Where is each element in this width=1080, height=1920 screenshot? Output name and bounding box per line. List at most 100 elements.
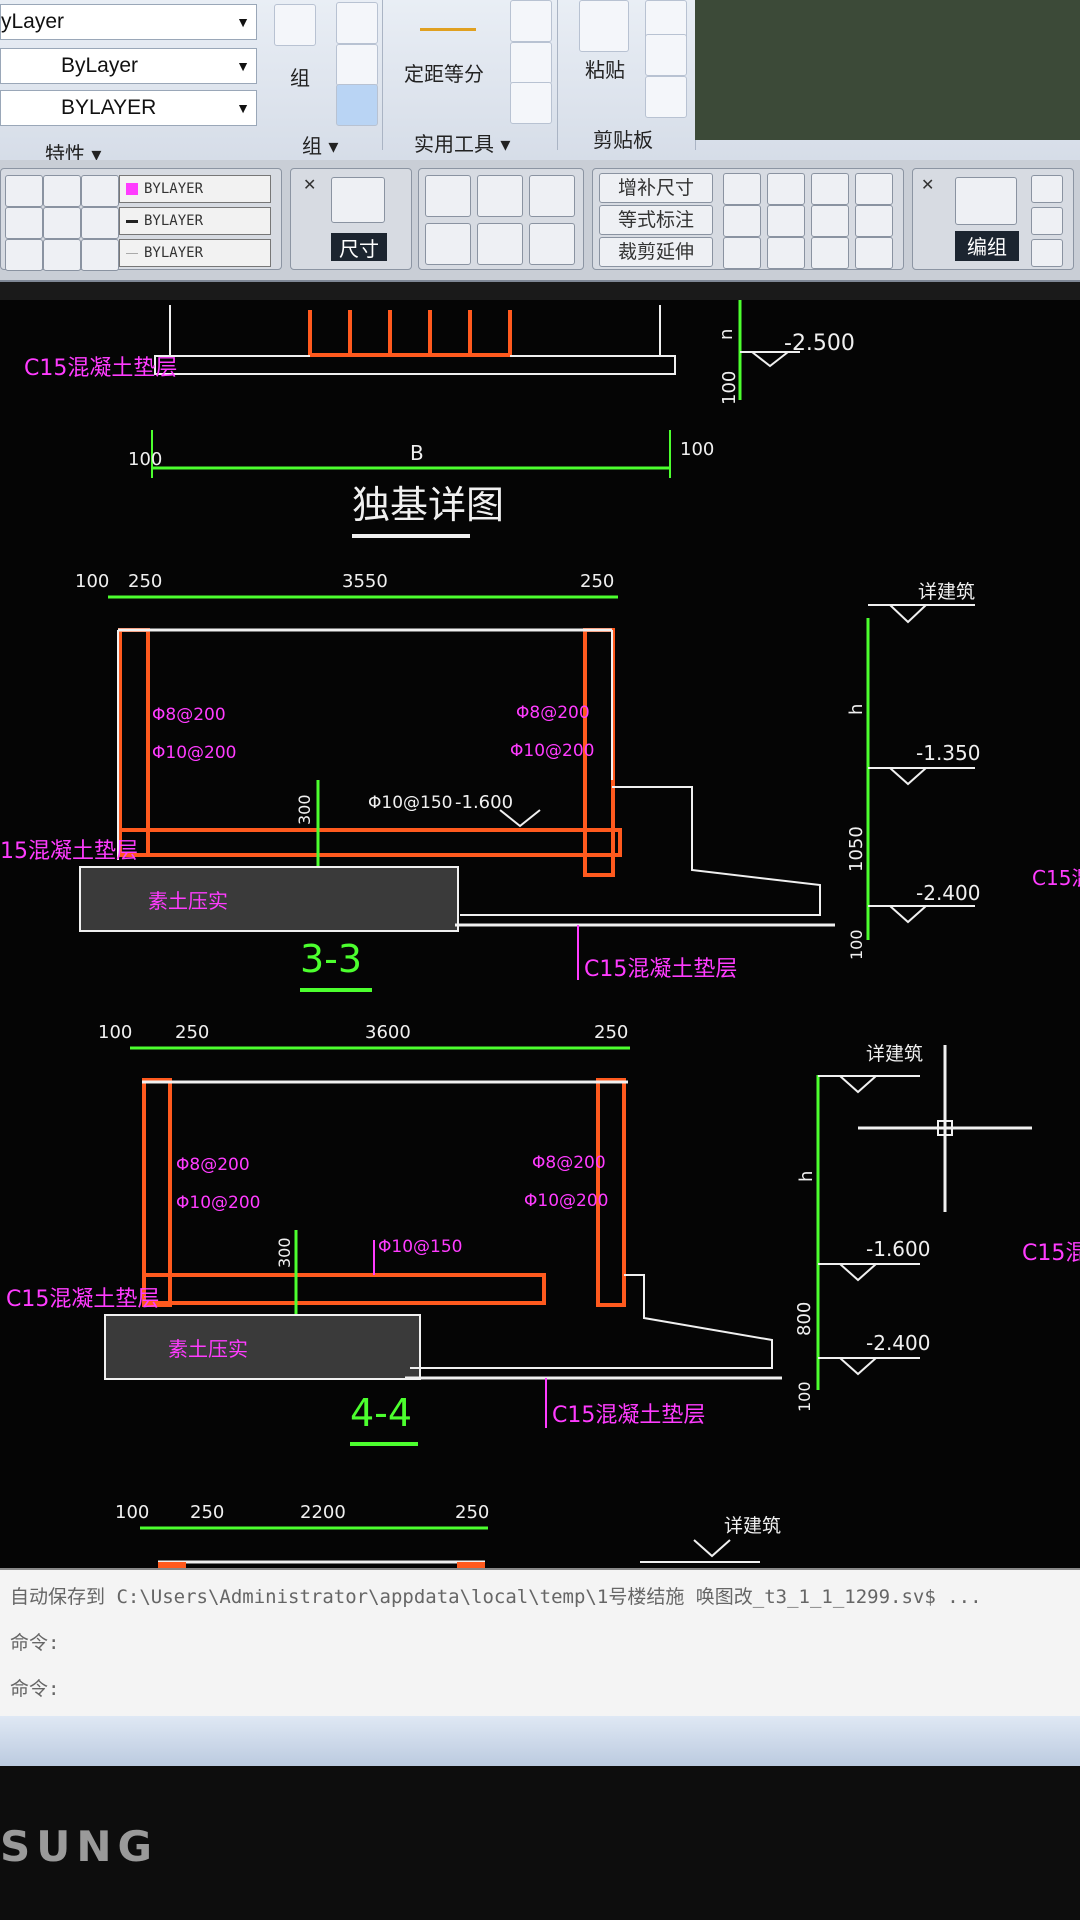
dim-tool-icon-8[interactable] [855, 205, 893, 237]
layer-lock-icon[interactable] [5, 239, 43, 271]
command-window[interactable]: 自动保存到 C:\Users\Administrator\appdata\loc… [0, 1568, 1080, 1718]
copy-icon[interactable] [645, 34, 687, 76]
s44-left-wall [142, 1078, 172, 1307]
s44-pad-label: C15混凝土垫层 [6, 1287, 159, 1312]
status-bar [0, 1716, 1080, 1766]
block-tool-icon-3[interactable] [1031, 239, 1063, 267]
group-edit-icon[interactable] [336, 44, 378, 86]
layer-iso-icon[interactable] [81, 239, 119, 271]
s44-rebar-l2: Φ10@200 [176, 1193, 260, 1213]
layer-match-icon[interactable] [81, 207, 119, 239]
layer-move-icon[interactable] [5, 207, 43, 239]
top-detail: C15混凝土垫层 n 100 -2.500 100 B 100 独基详图 [24, 300, 855, 538]
utilities-panel-label[interactable]: 实用工具 ▾ [414, 132, 511, 156]
linetype-icon [126, 219, 138, 223]
paste-icon[interactable] [579, 0, 629, 52]
s44-dim-250-right: 250 [594, 1022, 628, 1043]
dim-tool-icon-3[interactable] [811, 173, 849, 205]
s44-dim-300: 300 [275, 1237, 294, 1268]
drawing-canvas[interactable]: C15混凝土垫层 n 100 -2.500 100 B 100 独基详图 100… [0, 300, 1080, 1568]
monitor-bezel [695, 0, 1080, 140]
linetype-combo[interactable]: BYLAYER [119, 207, 271, 235]
s44-rebar-r1: Φ8@200 [532, 1153, 606, 1173]
dim-angle-icon[interactable] [477, 223, 523, 265]
s33-soil-hatch [79, 866, 459, 932]
dim-edit-icon[interactable] [477, 175, 523, 217]
dim-tool-icon-2[interactable] [767, 173, 805, 205]
close-icon[interactable]: ✕ [921, 175, 935, 194]
group-panel-label[interactable]: 组 ▾ [302, 134, 339, 158]
gear-icon[interactable] [855, 237, 893, 269]
block-tool-icon-2[interactable] [1031, 207, 1063, 235]
add-dim-button[interactable]: 增补尺寸 [599, 173, 713, 203]
dim-arc-length-icon[interactable] [529, 223, 575, 265]
paste-special-icon[interactable] [645, 76, 687, 118]
calc-icon[interactable] [510, 0, 552, 42]
s44-right-800: 800 [794, 1302, 815, 1336]
s33-bottom-rebar: Φ10@150 [368, 793, 452, 813]
measure-icon[interactable] [420, 10, 476, 31]
dim-tool-icon-1[interactable] [723, 173, 761, 205]
layer-combo-2[interactable]: ByLayer ▼ [0, 48, 257, 84]
layer-freeze-icon[interactable] [43, 175, 81, 207]
s33-title: 3-3 [300, 937, 362, 981]
dim-chain-icon[interactable] [529, 175, 575, 217]
dim-label[interactable]: 尺寸 [331, 233, 387, 261]
s33-dim-250-right: 250 [580, 571, 614, 592]
b-dim-left-100: 100 [128, 449, 162, 470]
group-users-icon[interactable] [955, 177, 1017, 225]
trim-extend-button[interactable]: 裁剪延伸 [599, 237, 713, 267]
dim-radius-icon[interactable] [425, 223, 471, 265]
footing-pad-rect [154, 355, 676, 375]
s44-right-e2: -2.400 [866, 1331, 930, 1355]
drawing-svg[interactable]: C15混凝土垫层 n 100 -2.500 100 B 100 独基详图 100… [0, 300, 1080, 1568]
dim-tool-icon-11[interactable] [811, 237, 849, 269]
ungroup-icon[interactable] [336, 2, 378, 44]
clipboard-panel-label: 剪贴板 [593, 128, 653, 152]
chevron-down-icon: ▼ [236, 58, 250, 74]
dim-tool-icon-7[interactable] [811, 205, 849, 237]
command-input[interactable]: 命令: [10, 1678, 60, 1700]
command-history-line: 自动保存到 C:\Users\Administrator\appdata\loc… [10, 1586, 982, 1608]
s33-right-e2: -2.400 [916, 881, 980, 905]
measure-label[interactable]: 定距等分 [404, 62, 484, 86]
group-select-icon[interactable] [336, 84, 378, 126]
s55-dim-250-left: 250 [190, 1502, 224, 1523]
close-icon[interactable]: ✕ [303, 175, 317, 194]
layer-combo-3[interactable]: BYLAYER ▼ [0, 90, 257, 126]
layer-combo-2-label: ByLayer [61, 54, 139, 77]
layer-color-icon[interactable] [81, 175, 119, 207]
block-tool-icon-1[interactable] [1031, 175, 1063, 203]
equal-dim-button[interactable]: 等式标注 [599, 205, 713, 235]
paste-label[interactable]: 粘贴 [585, 58, 625, 82]
dim-arc-icon[interactable] [425, 175, 471, 217]
s55-dim-2200: 2200 [300, 1502, 346, 1523]
section-3-3: 100 250 3550 250 Φ8@200 Φ10@200 Φ8@200 Φ… [0, 571, 1080, 992]
s55-dim-100: 100 [115, 1502, 149, 1523]
dim-tool-icon-6[interactable] [767, 205, 805, 237]
layer-toolbar: BYLAYER BYLAYER BYLAYER [0, 168, 282, 271]
layer-unlock-icon[interactable] [43, 239, 81, 271]
s33-elev-floor: -1.600 [455, 792, 513, 813]
dim-style-icon[interactable] [331, 177, 385, 223]
lineweight-combo[interactable]: BYLAYER [119, 239, 271, 267]
block-label[interactable]: 编组 [955, 231, 1019, 261]
dim-tool-icon-5[interactable] [723, 205, 761, 237]
s44-dim-250-left: 250 [175, 1022, 209, 1043]
s33-right-profile [460, 786, 821, 916]
top-c15-label: C15混凝土垫层 [24, 356, 177, 381]
color-combo[interactable]: BYLAYER [119, 175, 271, 203]
dim-tool-icon-10[interactable] [767, 237, 805, 269]
dim-tool-icon-9[interactable] [723, 237, 761, 269]
layer-on-icon[interactable] [5, 175, 43, 207]
b-dim-label: B [410, 441, 424, 465]
calculator-icon[interactable] [510, 82, 552, 124]
quick-select-icon[interactable] [510, 42, 552, 84]
s44-title: 4-4 [350, 1391, 412, 1435]
s33-dim-300: 300 [295, 794, 314, 825]
layer-thaw-icon[interactable] [43, 207, 81, 239]
dim-tool-icon-4[interactable] [855, 173, 893, 205]
s33-base-slab [118, 828, 622, 857]
group-icon[interactable] [274, 4, 316, 46]
layer-combo-1[interactable]: yLayer ▼ [0, 4, 257, 40]
